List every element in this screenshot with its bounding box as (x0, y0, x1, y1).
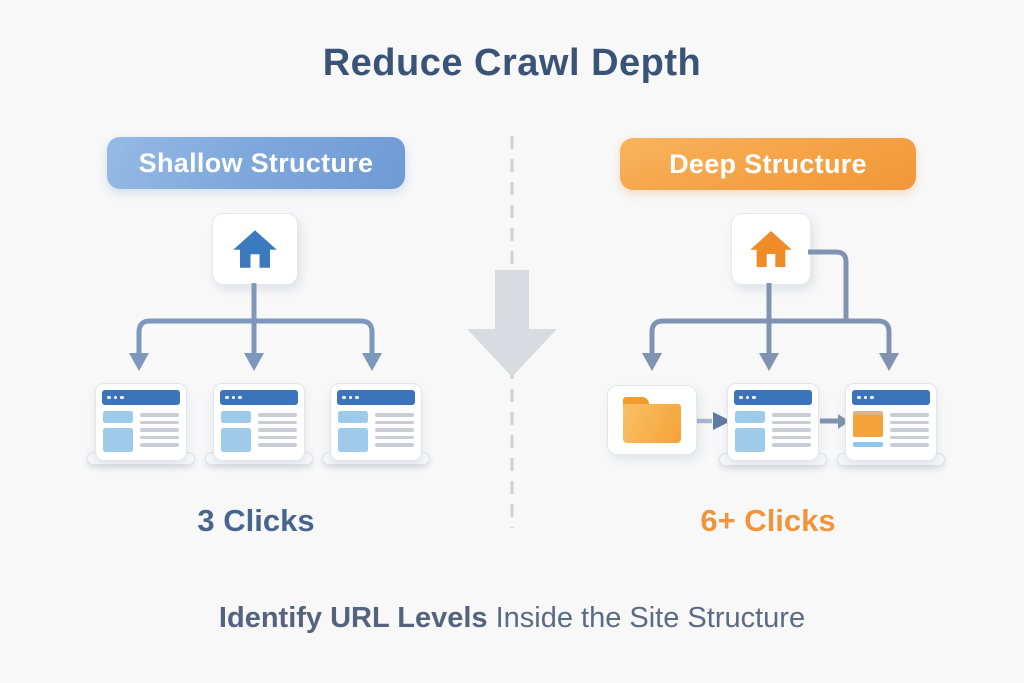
folder-icon (623, 397, 681, 443)
right-arrowheads (642, 353, 899, 371)
browser-dot (355, 395, 359, 400)
content-block (221, 411, 251, 423)
text-line (258, 428, 297, 432)
clicks-label-shallow: 3 Clicks (197, 503, 315, 538)
browser-topbar (337, 390, 415, 405)
text-line (140, 413, 179, 417)
page-title: Reduce Crawl Depth (322, 42, 702, 84)
content-block (103, 411, 133, 423)
webpage-content (735, 411, 811, 452)
text-line (258, 435, 297, 439)
content-block (735, 411, 765, 423)
down-arrow-icon (879, 353, 899, 371)
browser-topbar (102, 390, 180, 405)
webpage-content (338, 411, 414, 452)
right-branch-bracket (649, 318, 892, 356)
text-line (375, 413, 414, 417)
down-arrow-icon (759, 353, 779, 371)
text-line (140, 443, 179, 447)
browser-topbar (852, 390, 930, 405)
text-line (258, 420, 297, 424)
down-arrow-icon (244, 353, 264, 371)
browser-dot (238, 395, 242, 400)
text-line (375, 428, 414, 432)
content-block (735, 428, 765, 452)
browser-topbar (734, 390, 812, 405)
browser-topbar (220, 390, 298, 405)
browser-dot (231, 395, 235, 400)
text-line (258, 443, 297, 447)
caption-bold: Identify URL Levels (218, 602, 488, 634)
media-block (853, 411, 883, 437)
left-arrowheads (129, 353, 382, 371)
right-row-flow-arrows (696, 412, 849, 430)
browser-dot (342, 395, 346, 400)
deep-structure-banner: Deep Structure (620, 138, 916, 190)
right-elbow-line (808, 249, 849, 319)
browser-dot (863, 395, 867, 400)
text-line (772, 413, 811, 417)
text-line (772, 443, 811, 447)
webpage-card (727, 383, 819, 461)
browser-dot (113, 395, 117, 400)
browser-dot (120, 395, 124, 400)
browser-dot (348, 395, 352, 400)
text-line (140, 435, 179, 439)
browser-dot (739, 395, 743, 400)
text-line (375, 420, 414, 424)
text-line (772, 420, 811, 424)
content-block (853, 442, 883, 447)
left-tree-connectors (136, 283, 375, 356)
down-arrow-icon (362, 353, 382, 371)
webpage-content (103, 411, 179, 452)
text-line (375, 435, 414, 439)
transition-arrow-icon (467, 270, 557, 377)
text-line (890, 435, 929, 439)
webpage-card-media (845, 383, 937, 461)
browser-dot (870, 395, 874, 400)
home-icon (750, 231, 792, 267)
down-arrow-icon (129, 353, 149, 371)
clicks-label-deep: 6+ Clicks (700, 503, 836, 538)
text-line (890, 420, 929, 424)
down-arrow-icon (642, 353, 662, 371)
right-tree-connectors (649, 249, 892, 356)
left-branch-bracket (136, 318, 375, 356)
browser-dot (752, 395, 756, 400)
banner-label: Deep Structure (669, 148, 867, 179)
caption: Identify URL Levels Inside the Site Stru… (0, 602, 1024, 635)
banner-label: Shallow Structure (138, 147, 374, 178)
right-arrow-icon (713, 412, 731, 430)
right-arrow-icon (838, 414, 849, 429)
text-line (258, 413, 297, 417)
webpage-card (330, 383, 422, 461)
browser-dot (107, 395, 111, 400)
text-line (140, 428, 179, 432)
webpage-card (213, 383, 305, 461)
text-line (890, 443, 929, 447)
webpage-card (95, 383, 187, 461)
caption-regular: Inside the Site Structure (487, 602, 806, 634)
text-line (890, 413, 929, 417)
content-block (338, 428, 368, 452)
folder-card (607, 385, 697, 455)
shallow-structure-banner: Shallow Structure (107, 137, 405, 189)
browser-dot (225, 395, 229, 400)
text-line (772, 435, 811, 439)
browser-dot (857, 395, 861, 400)
text-line (375, 443, 414, 447)
home-icon (233, 230, 277, 268)
content-block (221, 428, 251, 452)
content-block (338, 411, 368, 423)
text-line (772, 428, 811, 432)
text-line (890, 428, 929, 432)
content-block (103, 428, 133, 452)
text-line (140, 420, 179, 424)
webpage-content (221, 411, 297, 452)
browser-dot (745, 395, 749, 400)
webpage-content (853, 411, 929, 447)
